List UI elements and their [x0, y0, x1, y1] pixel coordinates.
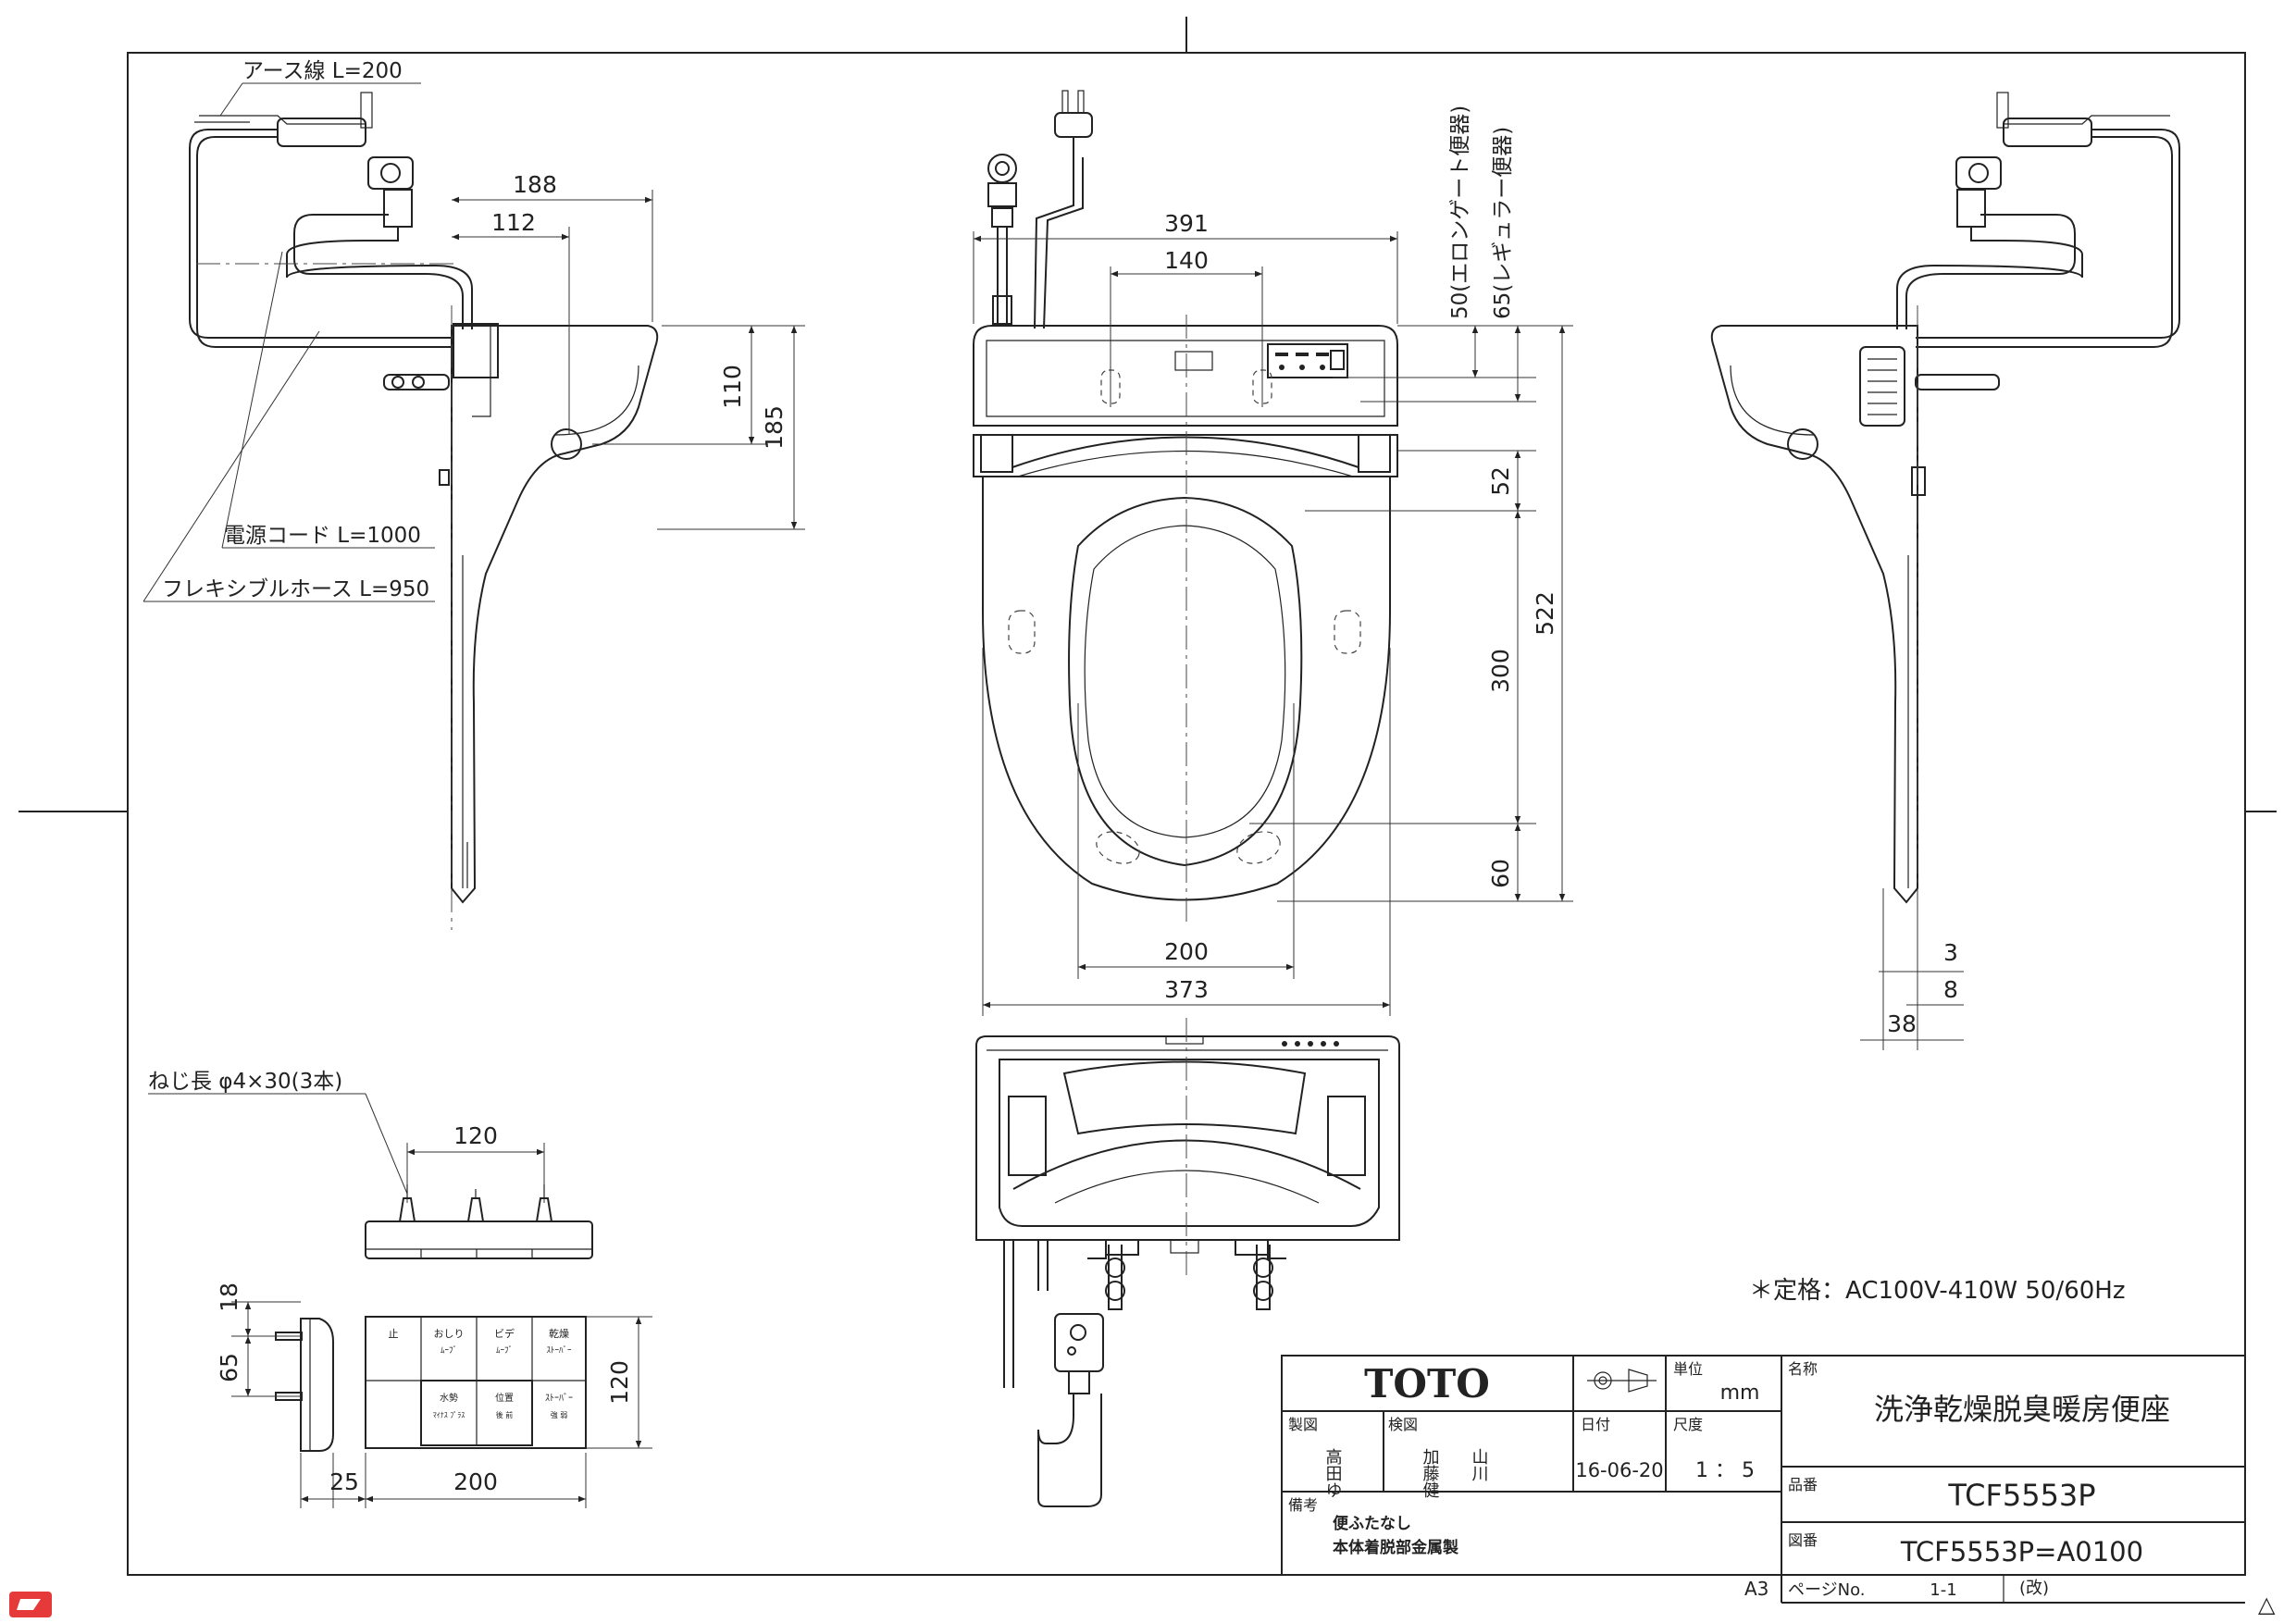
- right-side-view: [1710, 92, 2180, 930]
- dim-140: 140: [1164, 247, 1209, 274]
- remark-1: 便ふたなし: [1333, 1514, 1411, 1533]
- dim-110: 110: [719, 365, 746, 409]
- dim-65: 65: [216, 1353, 242, 1382]
- remote-sub-3: ｽﾄｰﾊﾞｰ: [546, 1345, 572, 1356]
- product-name: 洗浄乾燥脱臭暖房便座: [1874, 1392, 2170, 1427]
- drawing-label: 図番: [1788, 1531, 1818, 1549]
- remark-2: 本体着脱部金属製: [1333, 1538, 1458, 1557]
- scale-value: 1 ： 5: [1695, 1459, 1755, 1482]
- checked-by-1: 加藤健: [1421, 1448, 1440, 1498]
- dim-3: 3: [1943, 939, 1958, 966]
- dim-373: 373: [1164, 976, 1209, 1003]
- unit-label: 単位: [1673, 1360, 1703, 1378]
- dim-60: 60: [1487, 859, 1514, 888]
- top-view: [973, 90, 1398, 925]
- remote-sub-1: ﾑｰﾌﾞ: [441, 1345, 457, 1356]
- dim-38: 38: [1887, 1010, 1917, 1037]
- page-number: 1-1: [1930, 1580, 1956, 1600]
- dim-188: 188: [513, 171, 557, 198]
- left-side-view: [189, 92, 659, 930]
- remote-btn-stoppa: ｽﾄｰﾊﾞｰ: [545, 1393, 573, 1404]
- wall-bracket-view: ねじ長 φ4×30(3本) 120: [148, 1070, 593, 1259]
- unit-value: mm: [1720, 1381, 1760, 1405]
- drawn-by: 高田ゆ: [1323, 1448, 1343, 1498]
- dim-185: 185: [761, 405, 788, 450]
- remote-btn-dry: 乾燥: [549, 1328, 569, 1340]
- date-label: 日付: [1581, 1416, 1610, 1433]
- screw-note: ねじ長 φ4×30(3本): [148, 1070, 342, 1094]
- dim-200-remote: 200: [453, 1468, 498, 1495]
- dim-522: 522: [1532, 591, 1558, 636]
- corner-logo-icon: [9, 1592, 52, 1617]
- dim-120-bracket: 120: [453, 1122, 498, 1149]
- dim-8: 8: [1943, 976, 1958, 1003]
- dim-regular: 65(レギュラー便器): [1491, 127, 1515, 319]
- front-view: [975, 1018, 1400, 1507]
- left-notes: アース線 L=200 電源コード L=1000 フレキシブルホース L=950: [143, 59, 435, 602]
- scale-label: 尺度: [1673, 1416, 1703, 1433]
- dim-elongate: 50(エロンゲート便器): [1448, 105, 1472, 319]
- remote-bsub-2: 強 弱: [551, 1410, 568, 1419]
- remote-btn-oshiri: おしり: [434, 1328, 465, 1340]
- dim-391: 391: [1164, 210, 1209, 237]
- brand-logo: TOTO: [1364, 1361, 1490, 1406]
- drawn-label: 製図: [1288, 1416, 1318, 1433]
- corner-triangle: △: [2258, 1592, 2276, 1617]
- revision: (改): [2019, 1579, 2049, 1598]
- remote-control-views: 18 65 25 止 おしり ビデ 乾燥 ﾑｰﾌﾞ ﾑｰﾌﾞ ｽﾄｰﾊﾞｰ 水勢…: [216, 1282, 652, 1508]
- remote-bsub-0: ﾏｲﾅｽ ﾌﾟﾗｽ: [433, 1411, 465, 1419]
- dim-200: 200: [1164, 938, 1209, 965]
- dim-112: 112: [491, 209, 536, 236]
- part-number: TCF5553P: [1947, 1478, 2095, 1513]
- dim-52: 52: [1487, 466, 1514, 496]
- dim-25: 25: [329, 1468, 359, 1495]
- checked-label: 検図: [1388, 1416, 1418, 1433]
- checked-by-2: 山川: [1470, 1448, 1489, 1481]
- date-value: 16-06-20: [1575, 1459, 1663, 1481]
- name-label: 名称: [1788, 1360, 1818, 1378]
- paper-size: A3: [1744, 1578, 1769, 1600]
- power-cord-label: 電源コード L=1000: [224, 524, 421, 548]
- remote-btn-position: 位置: [495, 1392, 514, 1404]
- dim-300: 300: [1487, 649, 1514, 693]
- page-label: ページNo.: [1788, 1580, 1866, 1600]
- remote-btn-bidet: ビデ: [494, 1327, 515, 1340]
- rating-note: ＊定格：AC100V-410W 50/60Hz: [1749, 1277, 2125, 1305]
- right-dimensions: 3 8 38: [1860, 888, 1964, 1050]
- title-block: TOTO 単位 mm 名称 洗浄乾燥脱臭暖房便座 製図 高田ゆ 検図 加藤健 山…: [1281, 1355, 2246, 1604]
- remote-bsub-1: 後 前: [496, 1410, 514, 1419]
- dim-18: 18: [216, 1282, 242, 1312]
- top-view-dimensions: 391 140 200 373 50(エロンゲート便器) 65(レギュラー便器)…: [973, 105, 1573, 1016]
- remote-btn-stop: 止: [389, 1328, 399, 1340]
- remote-sub-2: ﾑｰﾌﾞ: [496, 1345, 513, 1356]
- drawing-number: TCF5553P=A0100: [1900, 1536, 2143, 1567]
- remarks-label: 備考: [1288, 1496, 1318, 1514]
- left-dimensions: 188 112 110 185: [452, 171, 805, 530]
- dim-120-remote: 120: [606, 1360, 633, 1405]
- remote-btn-pressure: 水勢: [440, 1392, 458, 1404]
- part-label: 品番: [1788, 1476, 1818, 1493]
- earth-wire-label: アース線 L=200: [242, 59, 403, 83]
- flex-hose-label: フレキシブルホース L=950: [162, 577, 429, 601]
